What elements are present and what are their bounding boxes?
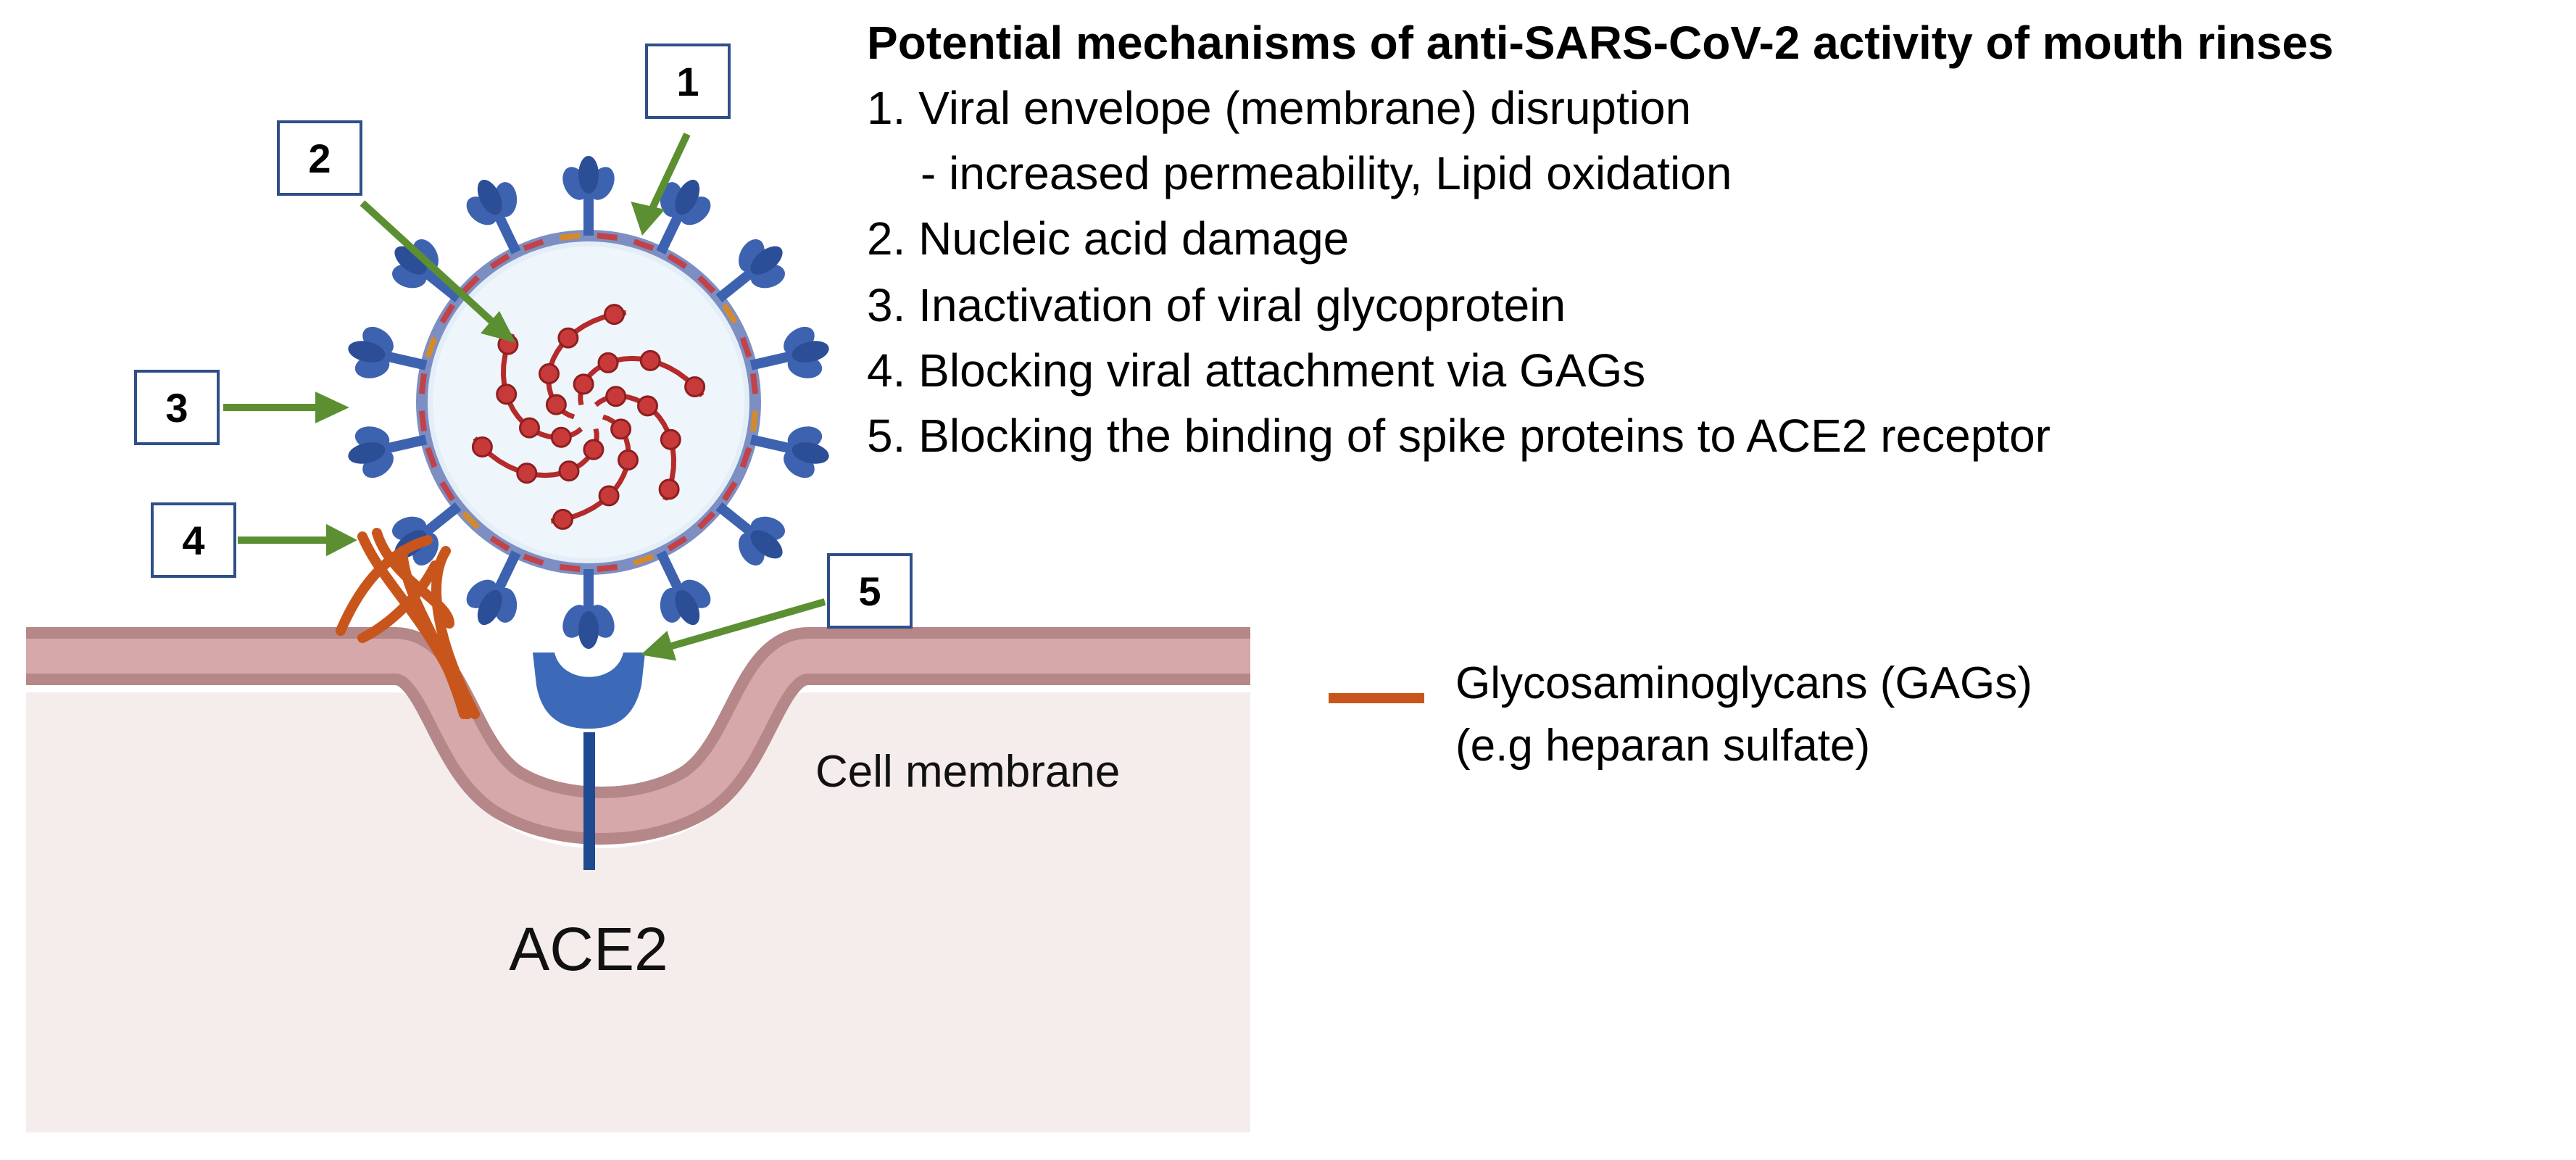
- envelope-protein: [739, 447, 752, 468]
- envelope-protein: [697, 510, 716, 530]
- number-box-5: 5: [827, 553, 913, 629]
- mechanism-item-1: 1. Viral envelope (membrane) disruption: [867, 82, 1692, 134]
- spike-protein: [749, 326, 829, 378]
- cell-membrane-label: Cell membrane: [815, 747, 1120, 797]
- cell-interior: [26, 692, 1250, 1132]
- envelope-protein: [418, 410, 427, 432]
- number-box-3: 3: [134, 370, 220, 445]
- rna-bead: [684, 376, 706, 397]
- spike-protein: [466, 179, 521, 254]
- envelope-protein: [559, 564, 581, 573]
- envelope-protein: [523, 239, 544, 252]
- mechanism-item-2: 2. Nucleic acid damage: [867, 212, 1350, 265]
- spike-protein: [562, 156, 615, 236]
- mechanisms-title: Potential mechanisms of anti-SARS-CoV-2 …: [867, 17, 2334, 69]
- number-box-1: 1: [645, 44, 731, 119]
- envelope-protein: [667, 253, 688, 270]
- spike-protein: [656, 179, 711, 254]
- rna-bead: [552, 508, 573, 530]
- rna-bead: [637, 395, 658, 417]
- envelope-protein: [559, 232, 581, 241]
- rna-bead: [573, 373, 594, 395]
- cell-membrane-inner: [26, 639, 1250, 833]
- rna-bead: [605, 386, 627, 407]
- spike-protein: [466, 550, 521, 626]
- number-box-2: 2: [277, 120, 362, 196]
- rna-bead: [516, 463, 538, 484]
- gag-legend-text: Glycosaminoglycans (GAGs) (e.g heparan s…: [1455, 652, 2032, 777]
- rna-bead: [604, 304, 625, 326]
- envelope-protein: [597, 564, 618, 573]
- envelope-protein: [750, 410, 759, 432]
- envelope-protein: [739, 336, 752, 358]
- envelope-protein: [633, 553, 655, 566]
- envelope-protein: [439, 303, 456, 324]
- rna-bead: [583, 439, 604, 460]
- ace2-label: ACE2: [509, 915, 668, 983]
- rna-bead: [557, 327, 579, 349]
- gag-legend-line2: (e.g heparan sulfate): [1455, 721, 1871, 771]
- pointer-arrows: [223, 132, 826, 661]
- envelope-protein: [597, 232, 618, 241]
- gag-chains: [336, 528, 480, 719]
- rna-bead: [471, 436, 493, 457]
- envelope-protein: [721, 303, 738, 324]
- envelope-protein: [439, 481, 456, 502]
- envelope-protein: [697, 275, 716, 294]
- ace2-receptor: [533, 652, 645, 870]
- envelope-protein: [523, 553, 544, 566]
- number-label-4: 4: [182, 518, 204, 563]
- mechanism-item-4: 4. Blocking viral attachment via GAGs: [867, 344, 1646, 397]
- envelope-protein: [418, 373, 427, 394]
- rna-bead: [658, 478, 680, 500]
- rna-bead: [618, 450, 639, 471]
- rna-bead: [558, 460, 580, 482]
- rna-bead: [597, 352, 619, 373]
- viral-rna: [471, 304, 706, 530]
- rna-bead: [539, 363, 560, 384]
- spike-proteins: [348, 156, 829, 649]
- number-label-3: 3: [165, 385, 188, 431]
- rna-bead: [598, 485, 620, 507]
- envelope-protein: [721, 481, 738, 502]
- spike-protein: [348, 326, 428, 378]
- envelope-protein: [489, 535, 510, 552]
- mechanism-1-subitem: - increased permeability, Lipid oxidatio…: [921, 147, 1732, 199]
- envelope-protein: [489, 253, 510, 270]
- spike-protein: [348, 426, 428, 478]
- envelope-protein: [425, 336, 438, 358]
- envelope-protein: [461, 510, 481, 530]
- envelope-proteins: [418, 232, 759, 573]
- envelope-protein: [425, 447, 438, 468]
- rna-bead: [550, 426, 572, 448]
- number-label-2: 2: [308, 136, 331, 181]
- rna-bead: [639, 349, 661, 371]
- virus-particle: [348, 156, 829, 649]
- envelope-protein: [667, 535, 688, 552]
- spike-protein: [656, 550, 711, 626]
- rna-bead: [496, 384, 518, 405]
- mechanism-item-3: 3. Inactivation of viral glycoprotein: [867, 279, 1566, 331]
- rna-bead: [660, 428, 681, 450]
- rna-bead: [519, 417, 540, 439]
- envelope-protein: [750, 373, 759, 394]
- spike-protein: [715, 239, 785, 303]
- mechanism-item-5: 5. Blocking the binding of spike protein…: [867, 410, 2051, 462]
- envelope-protein: [461, 275, 481, 294]
- spike-protein: [715, 502, 785, 566]
- number-label-5: 5: [858, 568, 881, 614]
- gag-legend-line1: Glycosaminoglycans (GAGs): [1455, 658, 2032, 708]
- rna-bead: [610, 418, 632, 440]
- spike-protein: [562, 569, 615, 649]
- spike-protein: [749, 426, 829, 478]
- rna-bead: [545, 394, 567, 415]
- number-label-1: 1: [676, 59, 699, 104]
- envelope-protein: [633, 239, 655, 252]
- number-box-4: 4: [151, 502, 236, 578]
